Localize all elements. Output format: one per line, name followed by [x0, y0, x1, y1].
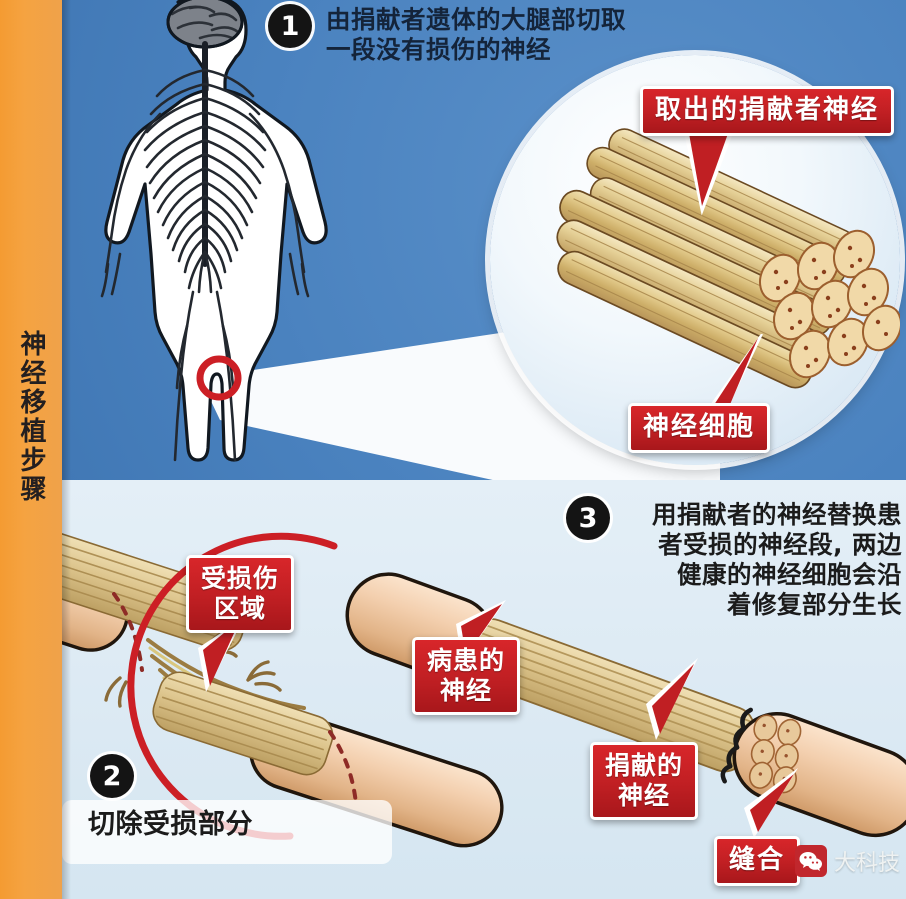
human-nervous-system-figure — [100, 0, 328, 462]
label-patient-nerve: 病患的 神经 — [412, 637, 521, 715]
suture-pointer — [744, 768, 798, 838]
donated-nerve-pointer — [646, 658, 698, 740]
label-patient-nerve-line-1: 病患的 — [427, 646, 506, 675]
donor-nerve-bundle-closeup — [556, 128, 900, 389]
step-1-line-1: 由捐献者遗体的大腿部切取 — [326, 5, 626, 34]
step-2-badge: 2 — [90, 754, 134, 798]
step-3-line-1: 用捐献者的神经替换患 — [652, 500, 902, 529]
watermark: 大科技 — [794, 845, 900, 877]
step-2-caption-backdrop — [62, 800, 392, 864]
label-extracted-donor-nerve: 取出的捐献者神经 — [640, 86, 895, 136]
label-damaged-area-line-2: 区域 — [214, 593, 267, 623]
step-3-text: 用捐献者的神经替换患 者受损的神经段, 两边 健康的神经细胞会沿 着修复部分生长 — [610, 500, 902, 620]
step-3-line-2: 者受损的神经段, 两边 — [658, 529, 902, 559]
step-3-badge: 3 — [566, 496, 610, 540]
step-1-line-2: 一段没有损伤的神经 — [326, 34, 551, 64]
label-damaged-area: 受损伤 区域 — [186, 555, 295, 633]
label-donated-nerve: 捐献的 神经 — [590, 742, 699, 820]
label-damaged-area-line-1: 受损伤 — [201, 564, 280, 593]
step-1-text: 由捐献者遗体的大腿部切取 一段没有损伤的神经 — [326, 5, 886, 65]
panel-steps-two-three: 3 用捐献者的神经替换患 者受损的神经段, 两边 健康的神经细胞会沿 着修复部分… — [0, 480, 906, 899]
sidebar-vertical-title: 神经移植步骤 — [16, 330, 46, 504]
wechat-icon — [794, 845, 827, 877]
sidebar-shadow — [62, 0, 71, 899]
damaged-area-pointer — [198, 618, 244, 692]
extracted-nerve-pointer — [682, 128, 736, 216]
label-nerve-cells: 神经细胞 — [628, 403, 771, 453]
panel-step-one: 1 由捐献者遗体的大腿部切取 一段没有损伤的神经 取出的捐献者神经 神经细胞 — [0, 0, 906, 480]
watermark-text: 大科技 — [833, 851, 900, 876]
step-1-badge: 1 — [268, 4, 312, 48]
sidebar-orange-bar — [0, 0, 62, 899]
step-3-line-3: 健康的神经细胞会沿 — [677, 559, 902, 589]
step-3-line-4: 着修复部分生长 — [727, 589, 902, 619]
step-2-text: 切除受损部分 — [88, 809, 253, 840]
label-donated-nerve-line-2: 神经 — [618, 780, 671, 810]
label-patient-nerve-line-2: 神经 — [440, 675, 493, 705]
label-donated-nerve-line-1: 捐献的 — [605, 751, 684, 780]
label-suture: 缝合 — [714, 836, 801, 886]
